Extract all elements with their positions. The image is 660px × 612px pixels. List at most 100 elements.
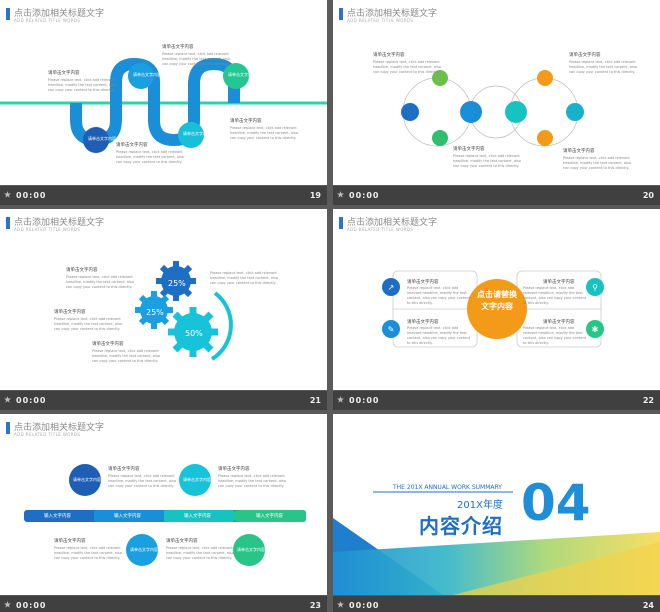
band-4-text: 输入文字内容	[256, 514, 283, 519]
wave-node-2	[128, 63, 154, 89]
slide-number: 21	[309, 396, 321, 405]
desc-3: Please replace text, click add relevant …	[54, 546, 122, 560]
slide-time: 00:00	[16, 601, 47, 610]
star-icon	[4, 396, 11, 403]
title-marker	[6, 422, 10, 434]
label-2: 请单击文字内容	[162, 45, 194, 50]
thumbnail-bar: 00:00 23	[0, 596, 327, 612]
thumbnail-bar: 00:00 19	[0, 186, 327, 205]
star-icon	[337, 601, 344, 608]
slide-time: 00:00	[349, 191, 380, 200]
wave-node-2-text: 请单击文字内容	[133, 72, 161, 77]
svg-text:⚲: ⚲	[592, 283, 598, 292]
slide-22: 点击添加相关标题文字 ADD RELATED TITLE WORDS ↗ ✎ ⚲…	[333, 209, 660, 390]
label-3: 请单击文字内容	[54, 539, 86, 544]
desc-2: Please replace text, click add relevant …	[162, 52, 230, 66]
slide-subtitle: ADD RELATED TITLE WORDS	[347, 18, 414, 23]
circle-2-text: 请单击文字内容	[183, 477, 211, 482]
label-1: 请单击文字内容	[66, 268, 98, 273]
label-1: 请单击文字内容	[48, 71, 80, 76]
hub-diagram: ↗ ✎ ⚲ ✱	[382, 270, 604, 348]
desc-1: Please replace text, click add relevant …	[48, 78, 116, 92]
desc-4: Please replace text, click add relevant …	[210, 271, 278, 285]
wave-node-4	[223, 63, 249, 89]
thumbnail-bar: 00:00 22	[333, 391, 660, 410]
label-2: 请单击文字内容	[218, 467, 250, 472]
slide-20: 点击添加相关标题文字 ADD RELATED TITLE WORDS 请单击文字…	[333, 0, 660, 185]
desc-1: Please replace text, click add relevant …	[108, 474, 176, 488]
wave-diagram	[0, 57, 327, 153]
label-3: 请单击文字内容	[453, 147, 485, 152]
band-3-text: 输入文字内容	[184, 514, 211, 519]
label-2: 请单击文字内容	[569, 53, 601, 58]
desc-3: Please replace text, click add relevant …	[453, 154, 521, 168]
title-marker	[339, 8, 343, 20]
slide-title: 点击添加相关标题文字	[14, 218, 105, 228]
thumbnail-bar: 00:00 20	[333, 186, 660, 205]
desc-2: Please replace text, click add relevant …	[218, 474, 286, 488]
title-marker	[6, 217, 10, 229]
desc-3: Please replace text, click add relevant …	[523, 286, 587, 305]
circle-3-text: 请单击文字内容	[130, 547, 158, 552]
desc-3: Please replace text, click add relevant …	[116, 150, 184, 164]
summary-text: THE 201X ANNUAL WORK SUMMARY	[393, 484, 502, 491]
title-marker	[6, 8, 10, 20]
label-1: 请单击文字内容	[373, 53, 405, 58]
desc-1: Please replace text, click add relevant …	[66, 275, 134, 289]
slide-subtitle: ADD RELATED TITLE WORDS	[14, 432, 81, 437]
label-4: 请单击文字内容	[166, 539, 198, 544]
thumbnail-20[interactable]: 点击添加相关标题文字 ADD RELATED TITLE WORDS 请单击文字…	[333, 0, 660, 205]
desc-2: Please replace text, click add relevant …	[54, 317, 122, 331]
label-3: 请单击文字内容	[116, 143, 148, 148]
thumbnail-bar: 00:00 21	[0, 391, 327, 410]
label-1: 请单击文字内容	[407, 280, 439, 285]
label-4: 请单击文字内容	[230, 119, 262, 124]
slide-subtitle: ADD RELATED TITLE WORDS	[14, 227, 81, 232]
label-2: 请单击文字内容	[407, 320, 439, 325]
slide-subtitle: ADD RELATED TITLE WORDS	[14, 18, 81, 23]
thumbnail-bar: 00:00 24	[333, 596, 660, 612]
desc-2: Please replace text, click add relevant …	[569, 60, 637, 74]
desc-4: Please replace text, click add relevant …	[523, 326, 587, 345]
thumbnail-22[interactable]: 点击添加相关标题文字 ADD RELATED TITLE WORDS ↗ ✎ ⚲…	[333, 205, 660, 410]
wave-node-4-text: 请单击文字内容	[228, 72, 256, 77]
slide-title: 点击添加相关标题文字	[347, 9, 438, 19]
band-2-text: 输入文字内容	[114, 514, 141, 519]
thumbnail-24[interactable]: THE 201X ANNUAL WORK SUMMARY 201X年度 内容介绍…	[333, 410, 660, 612]
hub-center-text: 点击请替换文字内容	[477, 290, 517, 311]
desc-3: Please replace text, click add relevant …	[92, 349, 160, 363]
slide-number: 20	[642, 191, 654, 200]
slide-19: 点击添加相关标题文字 ADD RELATED TITLE WORDS 请单击文字…	[0, 0, 327, 185]
star-icon	[4, 601, 11, 608]
desc-2: Please replace text, click add relevant …	[407, 326, 471, 345]
slide-time: 00:00	[16, 396, 47, 405]
star-icon	[337, 396, 344, 403]
slide-title: 点击添加相关标题文字	[14, 423, 105, 433]
gear-3-value: 50%	[185, 329, 203, 338]
title-marker	[339, 217, 343, 229]
thumbnail-23[interactable]: 点击添加相关标题文字 ADD RELATED TITLE WORDS 请单击文字…	[0, 410, 327, 612]
section-number: 04	[521, 474, 591, 532]
thumbnail-19[interactable]: 点击添加相关标题文字 ADD RELATED TITLE WORDS 请单击文字…	[0, 0, 327, 205]
label-4: 请单击文字内容	[563, 149, 595, 154]
label-1: 请单击文字内容	[108, 467, 140, 472]
slide-subtitle: ADD RELATED TITLE WORDS	[347, 227, 414, 232]
infinity-diagram	[401, 70, 584, 147]
gears-diagram	[135, 261, 233, 361]
thumbnail-21[interactable]: 点击添加相关标题文字 ADD RELATED TITLE WORDS 25% 2…	[0, 205, 327, 410]
slide-time: 00:00	[349, 396, 380, 405]
band-1-text: 输入文字内容	[44, 514, 71, 519]
svg-text:↗: ↗	[388, 283, 395, 292]
slide-number: 19	[309, 191, 321, 200]
label-4: 请单击文字内容	[543, 320, 575, 325]
desc-4: Please replace text, click add relevant …	[563, 156, 631, 170]
desc-4: Please replace text, click add relevant …	[230, 126, 298, 140]
wave-node-3	[178, 122, 204, 148]
slide-24: THE 201X ANNUAL WORK SUMMARY 201X年度 内容介绍…	[333, 414, 660, 595]
circle-1-text: 请单击文字内容	[73, 477, 101, 482]
wave-node-1	[83, 127, 109, 153]
star-icon	[337, 191, 344, 198]
slide-title: 点击添加相关标题文字	[347, 218, 438, 228]
wave-node-3-text: 请单击文字内容	[183, 131, 211, 136]
slide-number: 22	[642, 396, 654, 405]
